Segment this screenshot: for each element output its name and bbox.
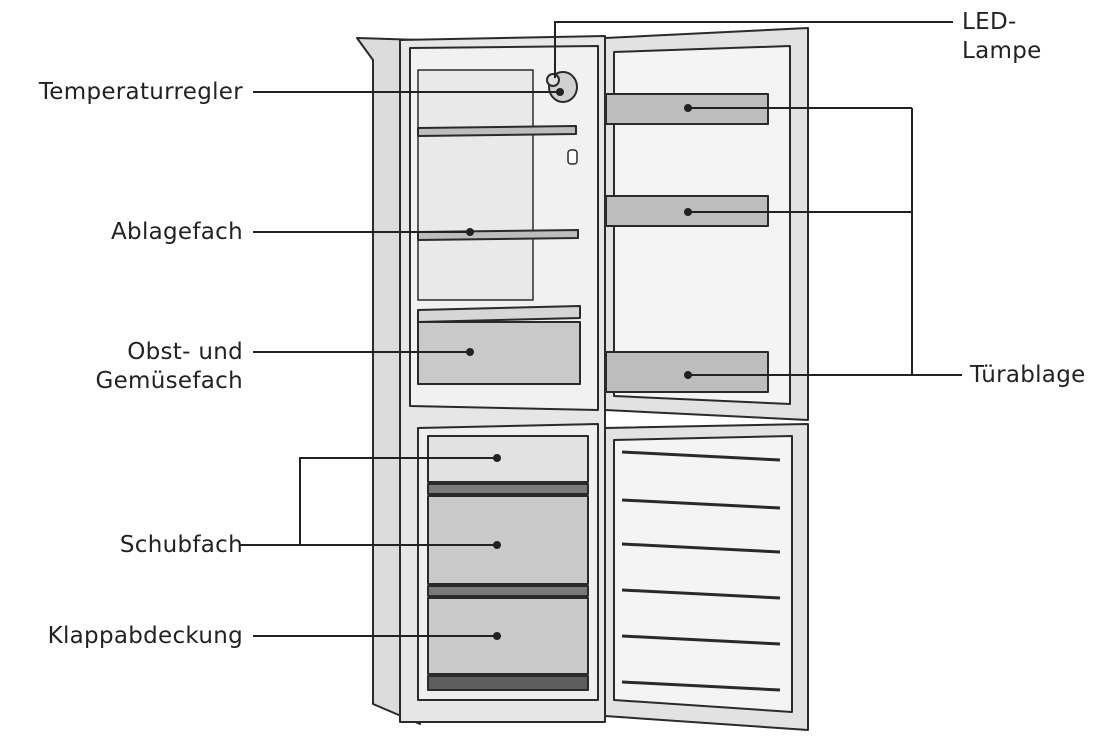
freezer-flap-divider [427,585,589,597]
label-obst-line1: Obst- und [127,339,243,365]
lower-door-bars [621,450,781,692]
label-klappabdeckung: Klappabdeckung [47,623,243,649]
label-obst-gemuesefach: Obst- und Gemüsefach [95,338,243,396]
label-led-line2: Lampe [962,38,1042,64]
label-led-line1: LED- [962,9,1017,35]
sensor [567,149,578,165]
label-schubfach: Schubfach [119,532,243,558]
freezer-drawer-divider [427,483,589,495]
door-shelf-3 [605,351,769,393]
label-ablagefach: Ablagefach [111,219,243,245]
crisper-top [417,305,581,323]
label-tuerablage: Türablage [970,362,1086,388]
label-led-lampe: LED- Lampe [962,8,1042,66]
lower-door-liner [613,435,793,713]
freezer-drawer-middle [427,495,589,585]
freezer-bottom [427,675,589,691]
upper-shelf [417,125,577,137]
leader-led [554,21,953,78]
leader-dots [466,88,692,640]
label-temperaturregler: Temperaturregler [38,79,243,105]
led-lamp [546,73,560,87]
label-obst-line2: Gemüsefach [95,368,243,394]
leader-schubfach [299,457,497,545]
back-wall [417,69,534,301]
